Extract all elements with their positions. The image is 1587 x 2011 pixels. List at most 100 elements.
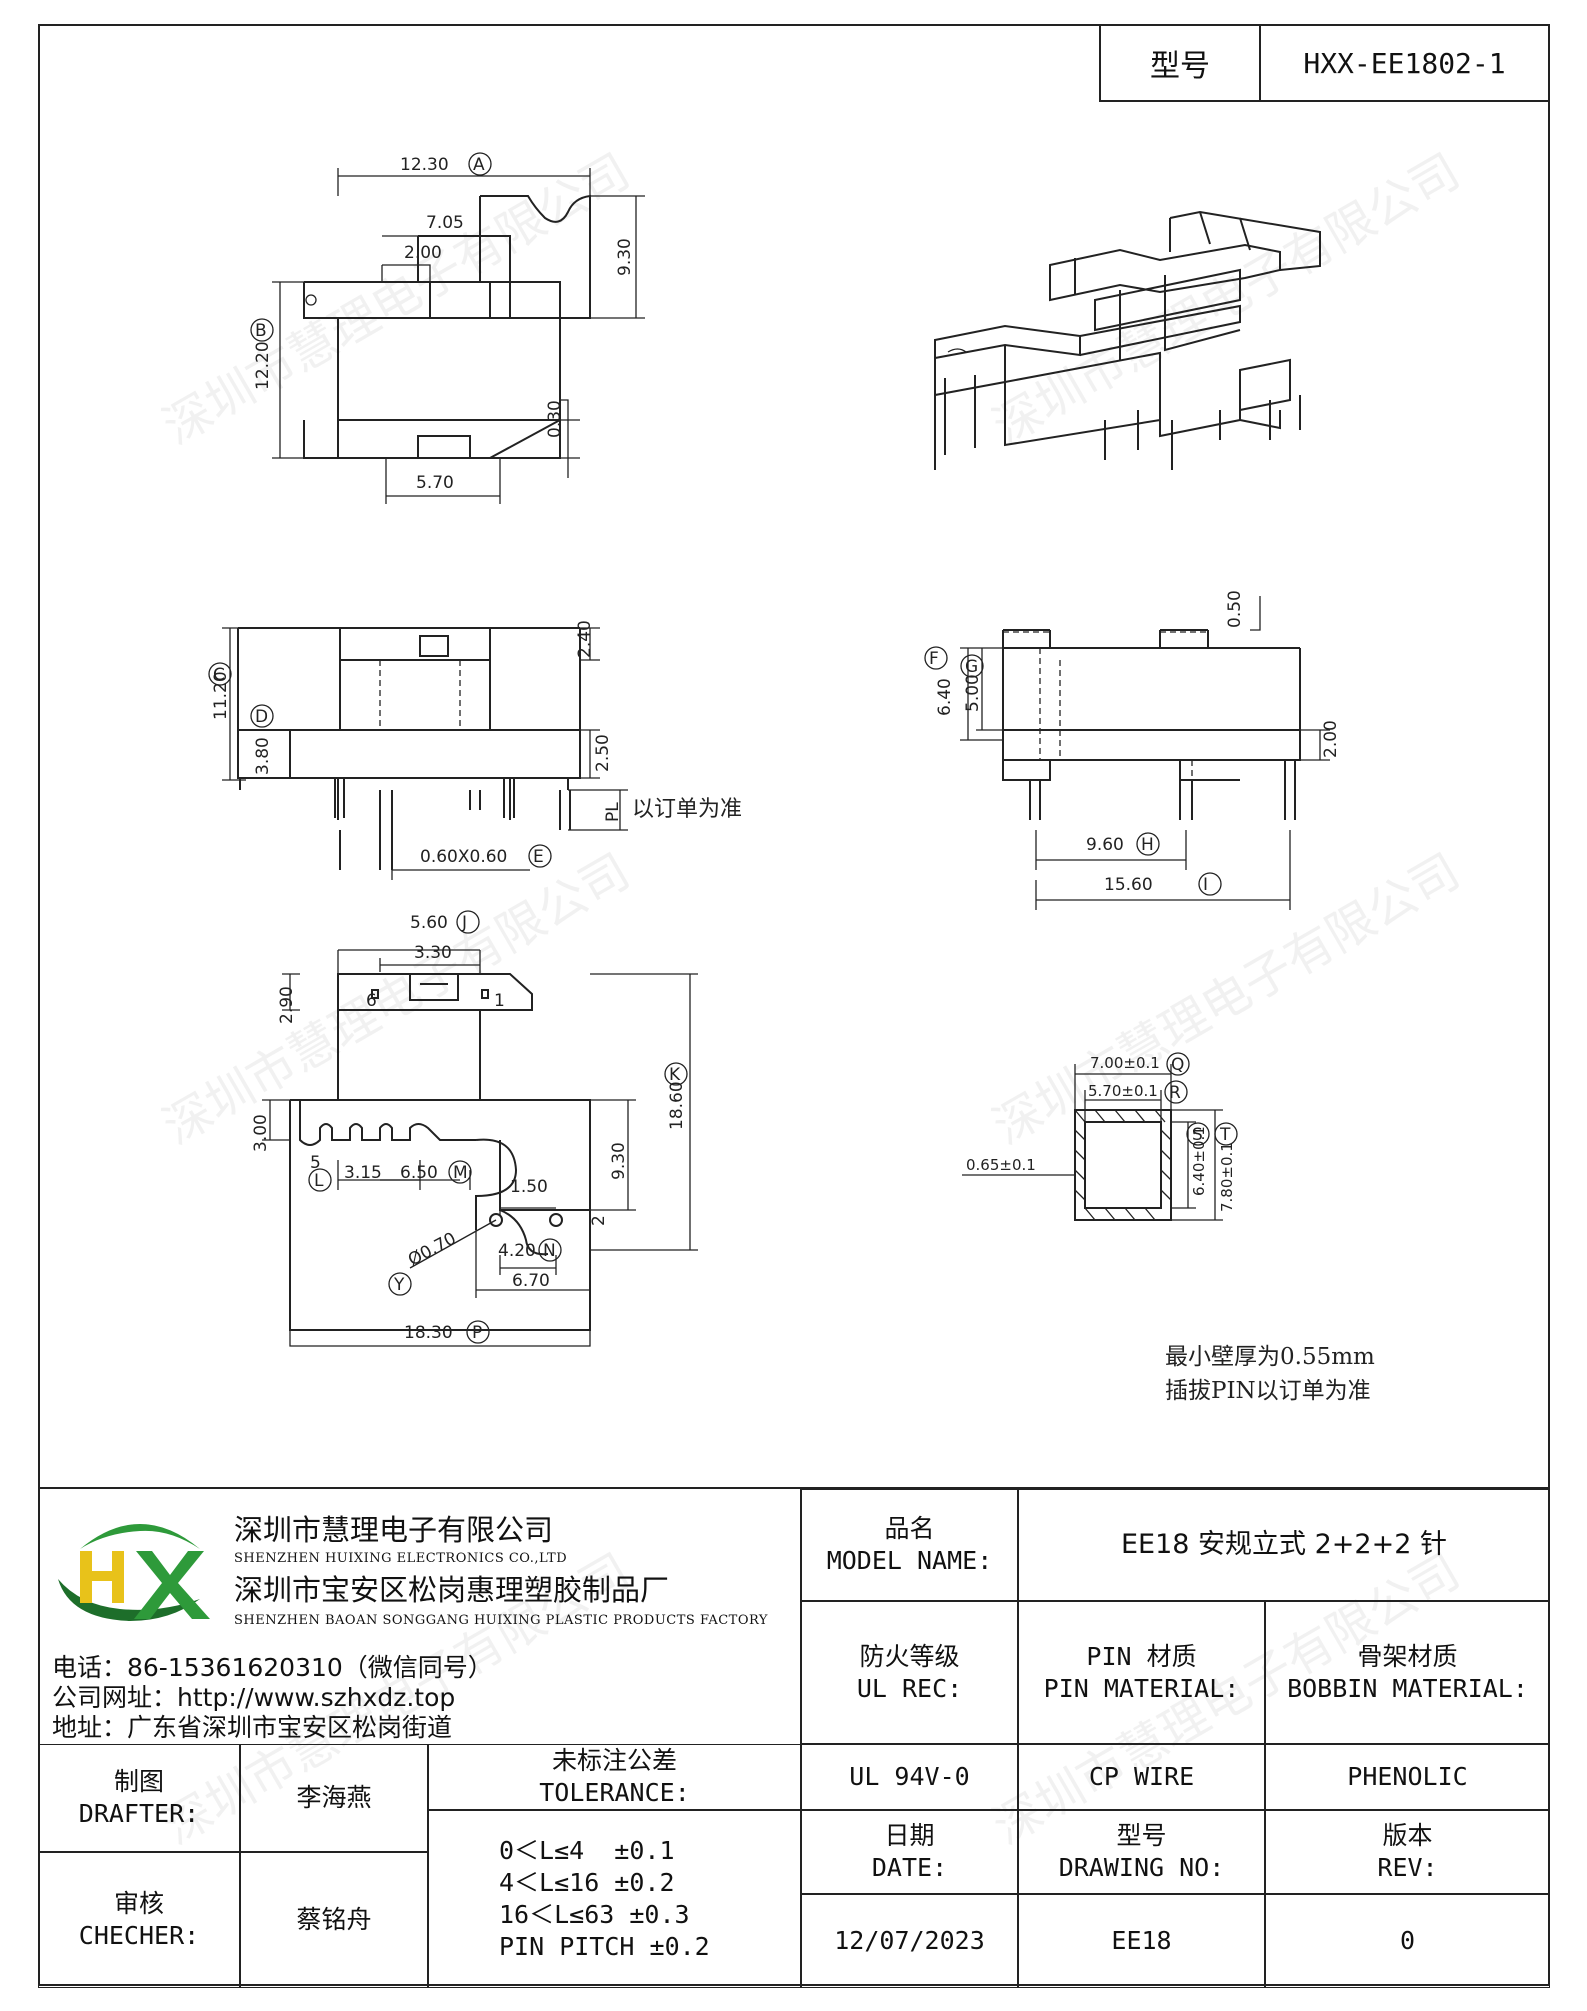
dim-label: 1.50 [510,1177,548,1197]
top-view: 12.30 A 7.05 2.00 5.70 12.20 B 9.30 0.30 [250,152,645,504]
dim-label: 9.60 [1086,835,1124,855]
dim-label: 3.15 [344,1163,382,1183]
model-value: HXX-EE1802-1 [1303,46,1506,80]
tolerance-values: 0＜L≤4 ±0.1 4＜L≤16 ±0.2 16＜L≤63 ±0.3 PIN … [428,1810,801,1988]
label-en: PIN MATERIAL: [1043,1673,1240,1703]
model-name-label: 品名 MODEL NAME: [801,1489,1018,1601]
dim-tag: B [255,321,267,341]
side-view: 11.20 C 3.80 D 2.40 2.50 PL 以订单为准 0.60X0… [208,620,742,880]
bobbin-material-label: 骨架材质 BOBBIN MATERIAL: [1265,1601,1550,1744]
address: 地址：广东省深圳市宝安区松岗街道 [52,1713,453,1742]
note-line: 最小壁厚为0.55mm [1165,1344,1375,1370]
pin-number: 5 [310,1153,321,1173]
label-en: UL REC: [856,1673,963,1703]
dim-tag: F [929,649,939,669]
dim-tag: Q [1171,1055,1184,1075]
ul-rec-label: 防火等级 UL REC: [801,1601,1018,1744]
tolerance-label: 未标注公差 TOLERANCE: [428,1744,801,1810]
tolerance-line: 16＜L≤63 ±0.3 [499,1900,690,1929]
checker-value: 蔡铭舟 [240,1852,428,1988]
company-name-en: SHENZHEN HUIXING ELECTRONICS CO.,LTD [234,1551,568,1566]
label-cn: 日期 [884,1821,935,1850]
drafter-value: 李海燕 [240,1744,428,1852]
dim-tag: T [1219,1125,1231,1145]
dim-tag: A [473,155,485,175]
dim-tag: D [255,707,268,727]
company-name-cn: 深圳市慧理电子有限公司 [234,1513,554,1547]
contact-info: 电话：86-15361620310（微信同号） 公司网址：http://www.… [52,1653,493,1743]
label-cn: 品名 [884,1514,935,1543]
dim-label: 6.40 [935,678,955,716]
dim-label: PL [603,802,623,822]
dim-label: 3.80 [253,737,273,775]
dim-tag: M [453,1163,468,1183]
note-line: 插拔PIN以订单为准 [1165,1378,1371,1404]
pin-material-value: CP WIRE [1018,1744,1265,1810]
dim-label: 18.60 [667,1081,687,1130]
label-cn: 版本 [1382,1821,1433,1850]
date-label: 日期 DATE: [801,1810,1018,1894]
dim-tag: J [461,913,467,933]
rev-label: 版本 REV: [1265,1810,1550,1894]
dim-tag: K [669,1065,681,1085]
drawing-frame [38,24,1550,1986]
dim-tag: L [314,1171,324,1191]
dim-label: 2.40 [575,620,595,658]
dim-tag: N [543,1241,556,1261]
label-cn: 制图 [113,1767,164,1796]
pin-number: 1 [494,991,505,1011]
isometric-view [934,210,1321,470]
pin-material-label: PIN 材质 PIN MATERIAL: [1018,1601,1265,1744]
dim-label: 5.70 [416,473,454,493]
pin-number: 2 [589,1215,609,1226]
phone: 电话：86-15361620310（微信同号） [52,1653,493,1682]
drawing-notes: 最小壁厚为0.55mm 插拔PIN以订单为准 [1165,1340,1375,1408]
dim-label: 3.30 [414,943,452,963]
model-label: 型号 [1101,26,1261,100]
section-view: 7.00±0.1 Q 5.70±0.1 R 0.65±0.1 6.40±0.1 … [962,1052,1238,1221]
title-table: 深圳市慧理电子有限公司 SHENZHEN HUIXING ELECTRONICS… [38,1487,1550,1988]
dim-label: 0.50 [1225,590,1245,628]
label-en: MODEL NAME: [826,1546,993,1575]
dim-tag: Y [393,1275,405,1295]
label-en: BOBBIN MATERIAL: [1287,1673,1528,1703]
drawing-no-value: EE18 [1018,1894,1265,1988]
dim-tag: P [472,1323,482,1343]
dim-tag: C [213,665,225,685]
tolerance-line: 0＜L≤4 ±0.1 [499,1836,675,1865]
dim-label: 5.70±0.1 [1088,1082,1158,1100]
tolerance-line: 4＜L≤16 ±0.2 [499,1868,675,1897]
dim-tag: S [1192,1125,1203,1145]
dim-label: 0.65±0.1 [966,1156,1036,1174]
bottom-view: 5.60 J 3.30 2.90 3.00 18.60 K 9.30 5 L 3… [251,910,698,1347]
dim-tag: G [965,657,978,677]
dim-tag: E [533,847,544,867]
dim-label: 7.05 [426,213,464,233]
dim-label: 7.80±0.1 [1218,1142,1236,1212]
label-en: REV: [1377,1853,1438,1882]
factory-name-en: SHENZHEN BAOAN SONGGANG HUIXING PLASTIC … [234,1613,768,1628]
dim-label: 4.20 [498,1241,536,1261]
dim-label: 5.00 [963,674,983,712]
front-view: 6.40 F 5.00 G 0.50 2.00 9.60 H 15.60 I [924,590,1341,910]
factory-name-cn: 深圳市宝安区松岗惠理塑胶制品厂 [234,1573,670,1607]
company-block: 深圳市慧理电子有限公司 SHENZHEN HUIXING ELECTRONICS… [38,1489,801,1744]
dim-label: 18.30 [404,1323,453,1343]
dim-label: 2.50 [593,734,613,772]
dim-label: 2.90 [277,986,297,1024]
dim-label: 6.50 [400,1163,438,1183]
tolerance-line: PIN PITCH ±0.2 [499,1932,710,1961]
drafter-label: 制图 DRAFTER: [38,1744,240,1852]
title-block: 型号 HXX-EE1802-1 [1099,24,1550,102]
label-cn: 型号 [1116,1821,1167,1850]
company-logo [58,1524,210,1621]
dim-tag: H [1141,835,1154,855]
dim-label: 9.30 [615,238,635,276]
ul-rec-value: UL 94V-0 [801,1744,1018,1810]
label-cn: 骨架材质 [1357,1641,1458,1671]
dim-label: 5.60 [410,913,448,933]
dim-label: 12.30 [400,155,449,175]
dim-label: 7.00±0.1 [1090,1054,1160,1072]
dim-tag: I [1203,875,1208,895]
bobbin-material-value: PHENOLIC [1265,1744,1550,1810]
